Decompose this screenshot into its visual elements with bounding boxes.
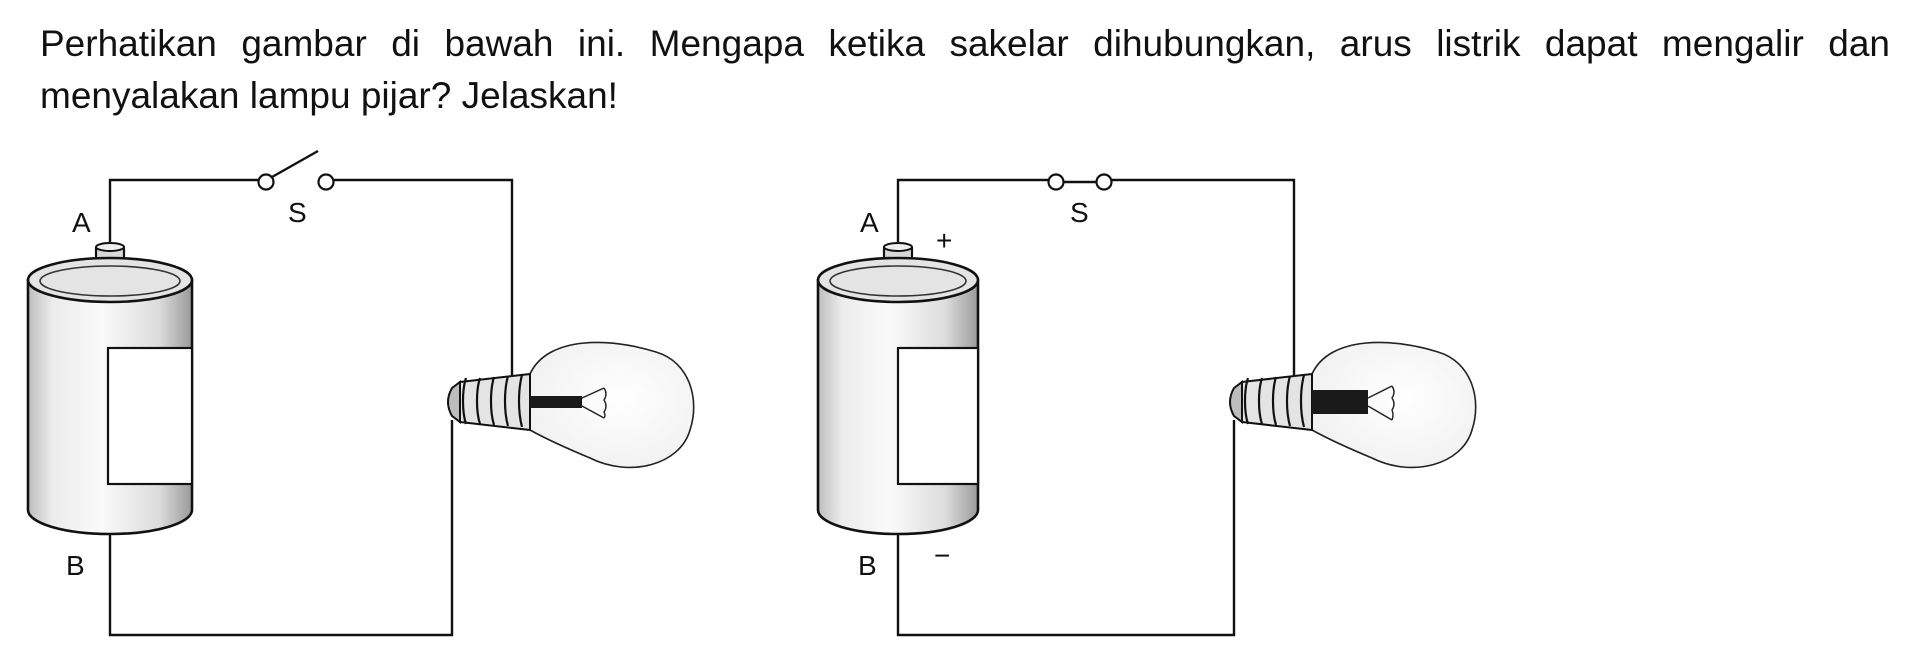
wire-bottom	[896, 420, 1236, 637]
wire-top-left	[108, 178, 258, 248]
light-bulb	[1229, 341, 1477, 469]
switch-open	[257, 149, 335, 191]
terminal-b-label: B	[66, 550, 85, 581]
terminal-a-label: A	[72, 207, 91, 238]
circuit-open: S A B	[26, 149, 695, 637]
switch-label: S	[288, 197, 307, 228]
terminal-a-label: A	[860, 207, 879, 238]
wire-top-right	[334, 178, 514, 380]
wire-top-right	[1112, 178, 1296, 380]
terminal-b-label: B	[858, 550, 877, 581]
battery	[26, 242, 194, 536]
wire-top-left	[896, 178, 1048, 248]
circuit-closed: S A B + −	[816, 173, 1477, 637]
battery	[816, 242, 980, 536]
positive-sign: +	[936, 225, 952, 256]
light-bulb	[447, 341, 695, 469]
switch-closed	[1047, 173, 1113, 191]
negative-sign: −	[934, 540, 950, 571]
switch-label: S	[1070, 197, 1089, 228]
question-text: Perhatikan gambar di bawah ini. Mengapa …	[40, 23, 1890, 116]
wire-bottom	[108, 420, 454, 637]
